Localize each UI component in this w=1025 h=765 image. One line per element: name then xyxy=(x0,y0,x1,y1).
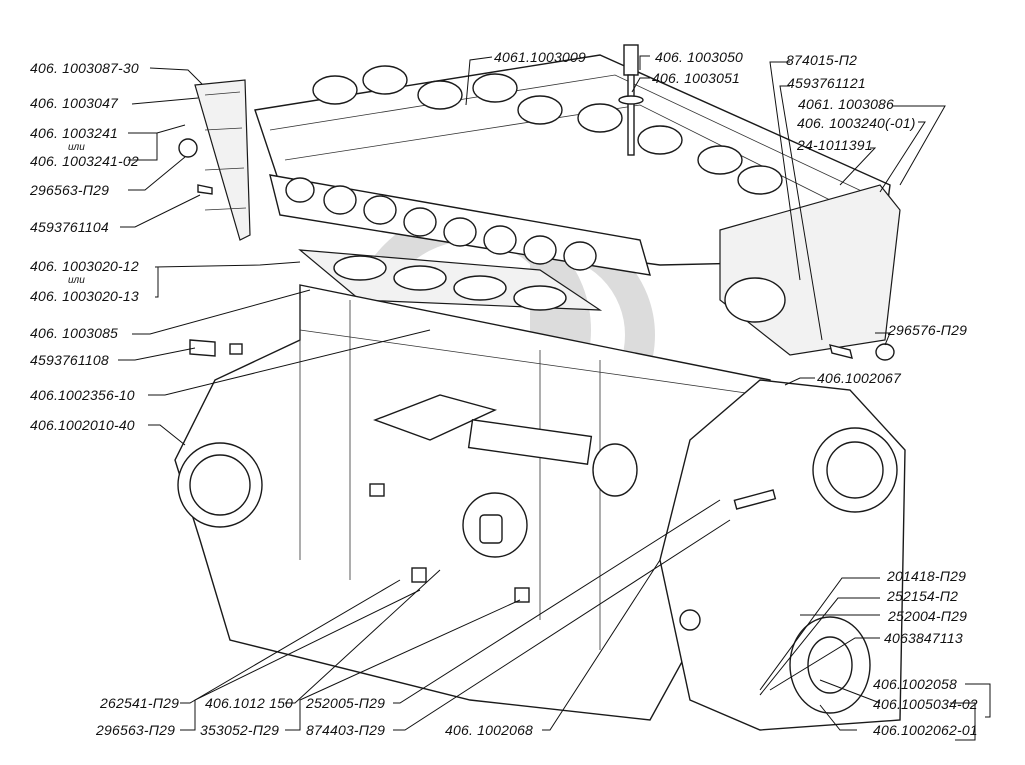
part-label: 262541-П29 xyxy=(100,695,180,711)
part-label: 406.1002010-40 xyxy=(30,417,135,433)
part-label: 406.1002356-10 xyxy=(30,387,135,403)
part-label: 4061.1003009 xyxy=(494,49,586,65)
part-label: 4593761108 xyxy=(30,352,109,368)
part-label: 24-1011391 xyxy=(797,137,873,153)
part-label: 406. 1003050 xyxy=(655,49,744,65)
part-label: 406. 1003241 xyxy=(30,125,119,141)
front-cover-drawing xyxy=(659,379,906,731)
part-label: 874403-П29 xyxy=(306,722,386,738)
part-label: 353052-П29 xyxy=(200,722,280,738)
part-label: 252004-П29 xyxy=(888,608,968,624)
part-label: 406.1005034-02 xyxy=(873,696,978,712)
part-label: 406. 1003051 xyxy=(652,70,741,86)
part-label: 406.1002067 xyxy=(817,370,901,386)
part-label: 296563-П29 xyxy=(96,722,176,738)
part-label: 296576-П29 xyxy=(888,322,968,338)
part-label: 406.1002058 xyxy=(873,676,957,692)
engine-block-drawing xyxy=(174,284,771,721)
part-label: 4063847113 xyxy=(884,630,963,646)
valve-cover-drawing xyxy=(178,79,251,241)
part-label: 4061. 1003086 xyxy=(798,96,895,112)
part-label: 406. 1003240(-01) xyxy=(797,115,916,131)
or-label: или xyxy=(68,275,85,286)
part-label: 406. 1003020-13 xyxy=(30,288,139,304)
part-label: 252154-П2 xyxy=(887,588,959,604)
part-label: 406. 1003241-02 xyxy=(30,153,139,169)
part-label: 406. 1002068 xyxy=(445,722,534,738)
leader-lines xyxy=(118,55,991,741)
manifold-gasket-drawing xyxy=(269,174,651,276)
part-label: 406. 1003020-12 xyxy=(30,258,139,274)
part-label: 4593761104 xyxy=(30,219,109,235)
part-label: 406.1012 150 xyxy=(205,695,294,711)
head-gasket-drawing xyxy=(298,249,603,311)
part-label: 874015-П2 xyxy=(786,52,858,68)
part-label: 252005-П29 xyxy=(306,695,386,711)
part-label: 406.1002062-01 xyxy=(873,722,978,738)
or-label: или xyxy=(68,142,85,153)
part-label: 406. 1003047 xyxy=(30,95,119,111)
part-label: 406. 1003087-30 xyxy=(30,60,139,76)
part-label: 296563-П29 xyxy=(30,182,110,198)
part-label: 4593761121 xyxy=(787,75,866,91)
part-label: 406. 1003085 xyxy=(30,325,119,341)
part-label: 201418-П29 xyxy=(887,568,967,584)
